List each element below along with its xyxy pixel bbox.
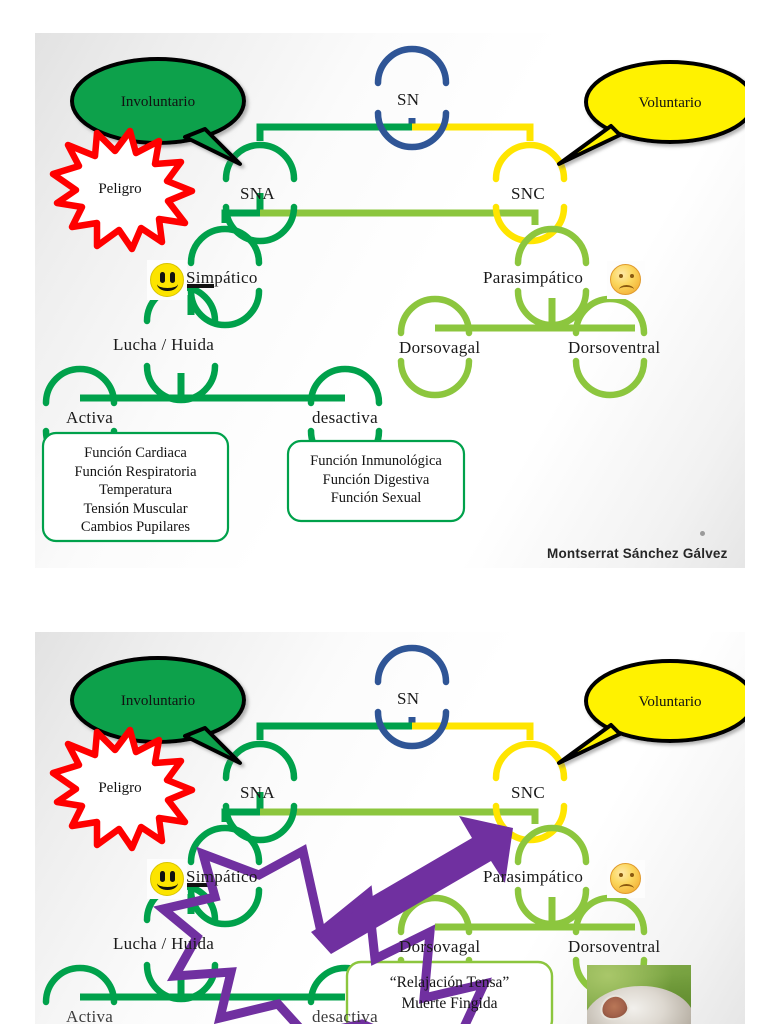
smiley-face-icon	[150, 862, 184, 896]
peligro-burst-icon	[49, 127, 196, 253]
node-label-dorsoventral: Dorsoventral	[568, 937, 661, 956]
callout-label-involuntario: Involuntario	[120, 94, 196, 110]
node-label-lucha-huida: Lucha / Huida	[113, 934, 215, 953]
node-label-sn: SN	[397, 689, 420, 708]
node-label-simpatico: Simpático	[186, 867, 258, 886]
author-credit: Montserrat Sánchez Gálvez	[547, 546, 728, 561]
callout-label-peligro: Peligro	[98, 780, 142, 796]
slide-2-connectors	[42, 644, 745, 1024]
purple-star-outline-icon	[153, 844, 492, 1024]
callout-label-voluntario: Voluntario	[638, 95, 702, 111]
peligro-burst-icon	[49, 726, 196, 852]
node-label-sna: SNA	[240, 783, 275, 802]
slide-1-diagram: SN SNA SNC Simpático Parasimpático Lucha…	[35, 33, 745, 568]
node-label-simpatico: Simpático	[186, 268, 258, 287]
voluntario-callout	[557, 60, 745, 166]
node-label-activa: Activa	[66, 1007, 114, 1024]
purple-arrow-icon	[311, 816, 513, 954]
slide-1: SN SNA SNC Simpático Parasimpático Lucha…	[35, 33, 745, 568]
callout-label-voluntario: Voluntario	[638, 694, 702, 710]
credit-dot	[700, 531, 705, 536]
involuntario-callout	[70, 656, 246, 765]
node-label-sn: SN	[397, 90, 420, 109]
activa-functions-list: Función Cardiaca Función Respiratoria Te…	[74, 445, 197, 536]
node-label-dorsoventral: Dorsoventral	[568, 338, 661, 357]
slide-2: SN SNA SNC Simpático Parasimpático Lucha…	[35, 632, 745, 1024]
voluntario-callout	[557, 659, 745, 765]
relajacion-tensa-text: “Relajación Tensa” Muerte Fingida	[389, 974, 510, 1012]
node-label-dorsovagal: Dorsovagal	[399, 937, 481, 956]
node-label-snc: SNC	[511, 783, 545, 802]
node-label-desactiva: desactiva	[312, 1007, 378, 1024]
desactiva-functions-list: Función Inmunológica Función Digestiva F…	[310, 453, 442, 507]
opossum-photo	[587, 965, 691, 1024]
slide-1-connectors	[41, 45, 745, 543]
frowning-face-icon	[610, 264, 641, 295]
smiley-face-icon	[150, 263, 184, 297]
node-label-lucha-huida: Lucha / Huida	[113, 335, 215, 354]
slide-2-diagram: SN SNA SNC Simpático Parasimpático Lucha…	[35, 632, 745, 1024]
node-label-activa: Activa	[66, 408, 114, 427]
node-label-snc: SNC	[511, 184, 545, 203]
node-label-sna: SNA	[240, 184, 275, 203]
node-label-parasimpatico: Parasimpático	[483, 268, 584, 287]
callout-label-peligro: Peligro	[98, 181, 142, 197]
node-label-dorsovagal: Dorsovagal	[399, 338, 481, 357]
callout-label-involuntario: Involuntario	[120, 693, 196, 709]
node-label-desactiva: desactiva	[312, 408, 378, 427]
node-label-parasimpatico: Parasimpático	[483, 867, 584, 886]
frowning-face-icon	[610, 863, 641, 894]
